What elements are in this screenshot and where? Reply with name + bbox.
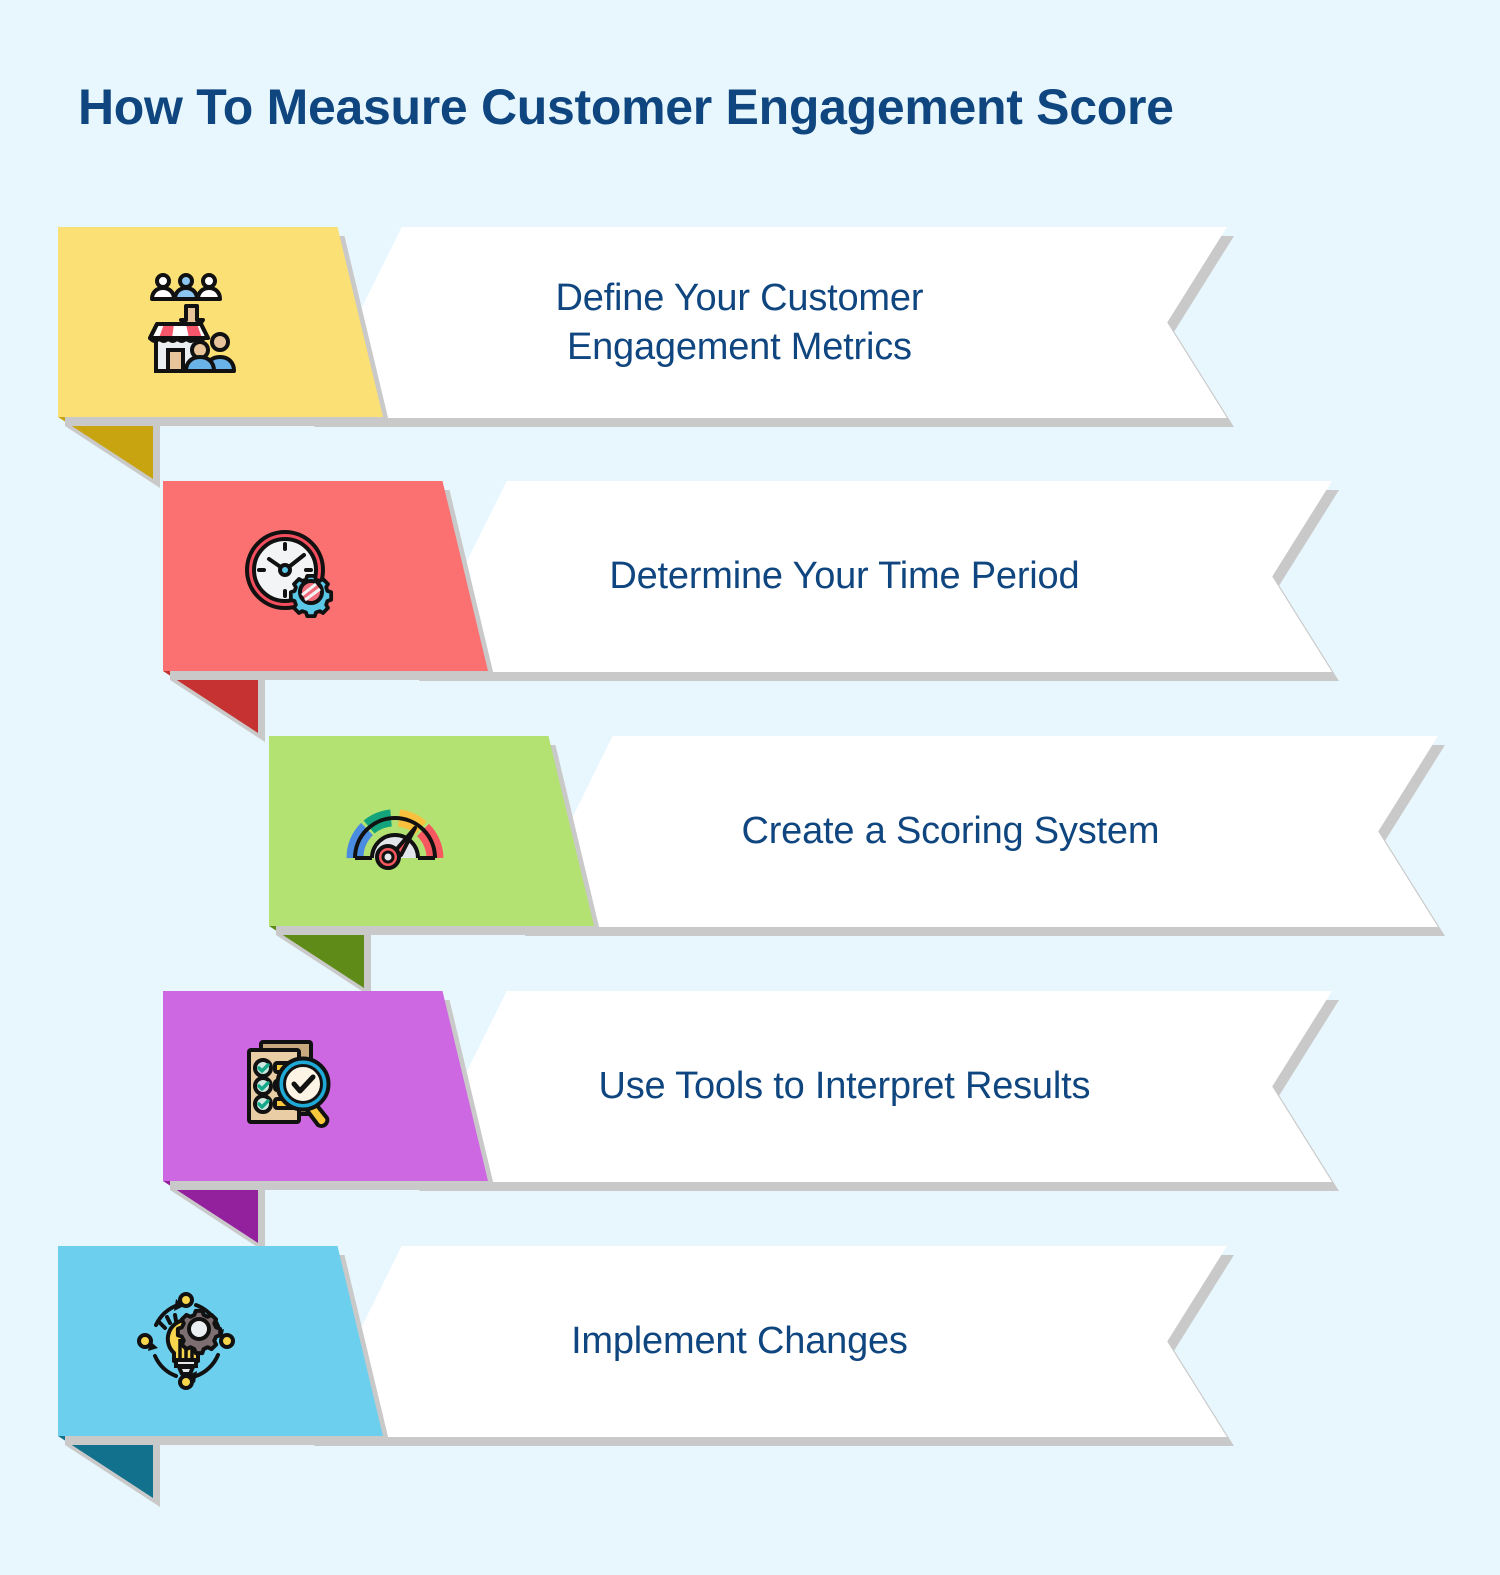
step-banner-5[interactable]: Implement Changes (307, 1246, 1234, 1446)
step-label-4: Use Tools to Interpret Results (412, 991, 1231, 1182)
step-tile-2[interactable] (163, 481, 495, 742)
tile-surface (163, 481, 488, 671)
step-banner-1[interactable]: Define Your Customer Engagement Metrics (307, 227, 1234, 427)
banner-surface (412, 481, 1332, 672)
banner-surface (307, 227, 1227, 418)
step-label-line-1: Implement Changes (571, 1320, 908, 1363)
step-label-2: Determine Your Time Period (412, 481, 1231, 672)
step-label-line-1: Define Your Customer (555, 276, 924, 319)
step-label-line-1: Use Tools to Interpret Results (598, 1065, 1091, 1108)
step-label-5: Implement Changes (307, 1246, 1126, 1437)
step-tile-3[interactable] (269, 736, 601, 997)
page-title: How To Measure Customer Engagement Score (78, 79, 1174, 135)
step-banner-2[interactable]: Determine Your Time Period (412, 481, 1339, 681)
tile-surface (163, 991, 488, 1181)
step-label-line-1: Create a Scoring System (741, 810, 1160, 853)
tile-surface (58, 1246, 383, 1436)
step-label-1: Define Your Customer Engagement Metrics (307, 227, 1126, 418)
banner-surface (307, 1246, 1227, 1437)
step-label-line-1: Determine Your Time Period (609, 555, 1080, 598)
step-label-3: Create a Scoring System (518, 736, 1337, 927)
banner-surface (412, 991, 1332, 1182)
tile-surface (58, 227, 383, 417)
step-label-line-2: Engagement Metrics (566, 325, 912, 368)
step-tile-4[interactable] (163, 991, 495, 1252)
tile-surface (269, 736, 594, 926)
step-banner-3[interactable]: Create a Scoring System (518, 736, 1445, 936)
step-tile-1[interactable] (58, 227, 390, 488)
step-tile-5[interactable] (58, 1246, 390, 1507)
step-banner-4[interactable]: Use Tools to Interpret Results (412, 991, 1339, 1191)
banner-surface (518, 736, 1438, 927)
